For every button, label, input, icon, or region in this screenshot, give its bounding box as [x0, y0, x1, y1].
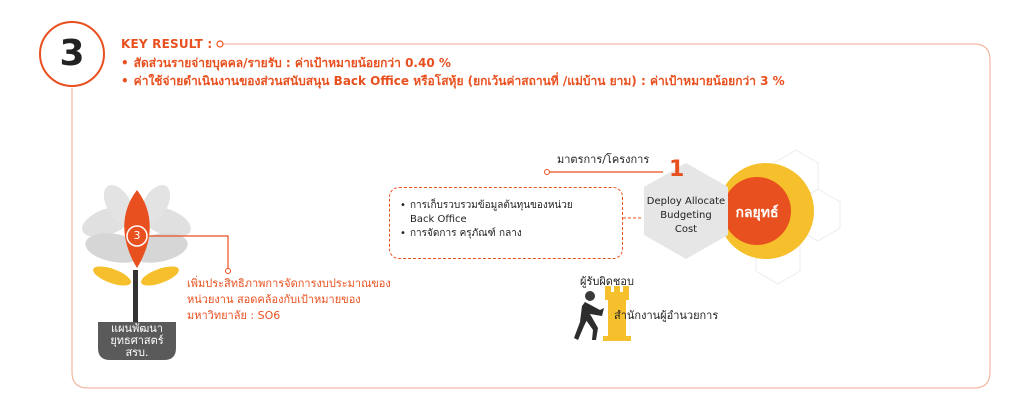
measure-item-line: การเก็บรวบรวมข้อมูลต้นทุนของหน่วย [410, 200, 573, 211]
person-pushing-rook [574, 286, 631, 341]
tree-description-line: เพิ่มประสิทธิภาพการจัดการงบประมาณของ [187, 277, 391, 290]
measures-box [389, 187, 623, 259]
responsible-header: ผู้รับผิดชอบ [580, 275, 634, 288]
pot-label-line: แผนพัฒนา [111, 322, 163, 335]
hexagon-number: 1 [669, 157, 685, 182]
measures-header: มาตรการ/โครงการ [557, 153, 650, 166]
tree-description-line: มหาวิทยาลัย : SO6 [187, 309, 281, 322]
strategy-circle-inner [723, 177, 791, 245]
measure-item: •การเก็บรวบรวมข้อมูลต้นทุนของหน่วย [400, 200, 573, 211]
step-number: 3 [59, 33, 85, 74]
tree-illustration [82, 185, 191, 360]
measure-item-line: การจัดการ ครุภัณฑ์ กลาง [410, 228, 522, 239]
measure-item-continuation: Back Office [410, 214, 467, 225]
hexagon-text: Deploy Allocate Budgeting Cost [631, 195, 741, 237]
pot-label-line: ยุทธศาสตร์ [110, 334, 164, 347]
tree-description-line: หน่วยงาน สอดคล้องกับเป้าหมายของ [187, 293, 361, 306]
key-result-item-1-text: สัดส่วนรายจ่ายบุคคล/รายรับ : ค่าเป้าหมาย… [133, 56, 451, 70]
key-result-item-1: • สัดส่วนรายจ่ายบุคคล/รายรับ : ค่าเป้าหมา… [121, 54, 451, 73]
pot [98, 322, 176, 360]
hexagon-line: Deploy Allocate [646, 196, 726, 207]
hexagon-line: Budgeting [660, 210, 712, 221]
connector-node [544, 169, 550, 175]
pot-label: แผนพัฒนา ยุทธศาสตร์ สรบ. [93, 323, 181, 359]
frame-node [216, 40, 224, 48]
tree-badge-number: 3 [133, 229, 141, 242]
measures-list: •การเก็บรวบรวมข้อมูลต้นทุนของหน่วย Back … [400, 199, 620, 241]
responsible-name: สำนักงานผู้อำนวยการ [614, 309, 719, 322]
step-circle [39, 21, 105, 87]
deploy-hexagon [644, 163, 728, 259]
key-result-title: KEY RESULT : [121, 37, 213, 51]
outer-frame [71, 43, 991, 389]
hexagon-line: Cost [674, 224, 698, 235]
tree-description: เพิ่มประสิทธิภาพการจัดการงบประมาณของ หน่… [187, 276, 391, 324]
tree-connector [148, 235, 229, 270]
strategy-label: กลยุทธ์ [735, 205, 779, 221]
pot-label-line: สรบ. [125, 346, 149, 359]
measure-item: •การจัดการ ครุภัณฑ์ กลาง [400, 228, 522, 239]
bullet: • [121, 56, 129, 70]
key-result-item-2: • ค่าใช้จ่ายดำเนินงานของส่วนสนับสนุน Back… [121, 72, 785, 91]
bullet: • [121, 74, 129, 88]
key-result-item-2-text: ค่าใช้จ่ายดำเนินงานของส่วนสนับสนุน Back … [133, 74, 785, 88]
